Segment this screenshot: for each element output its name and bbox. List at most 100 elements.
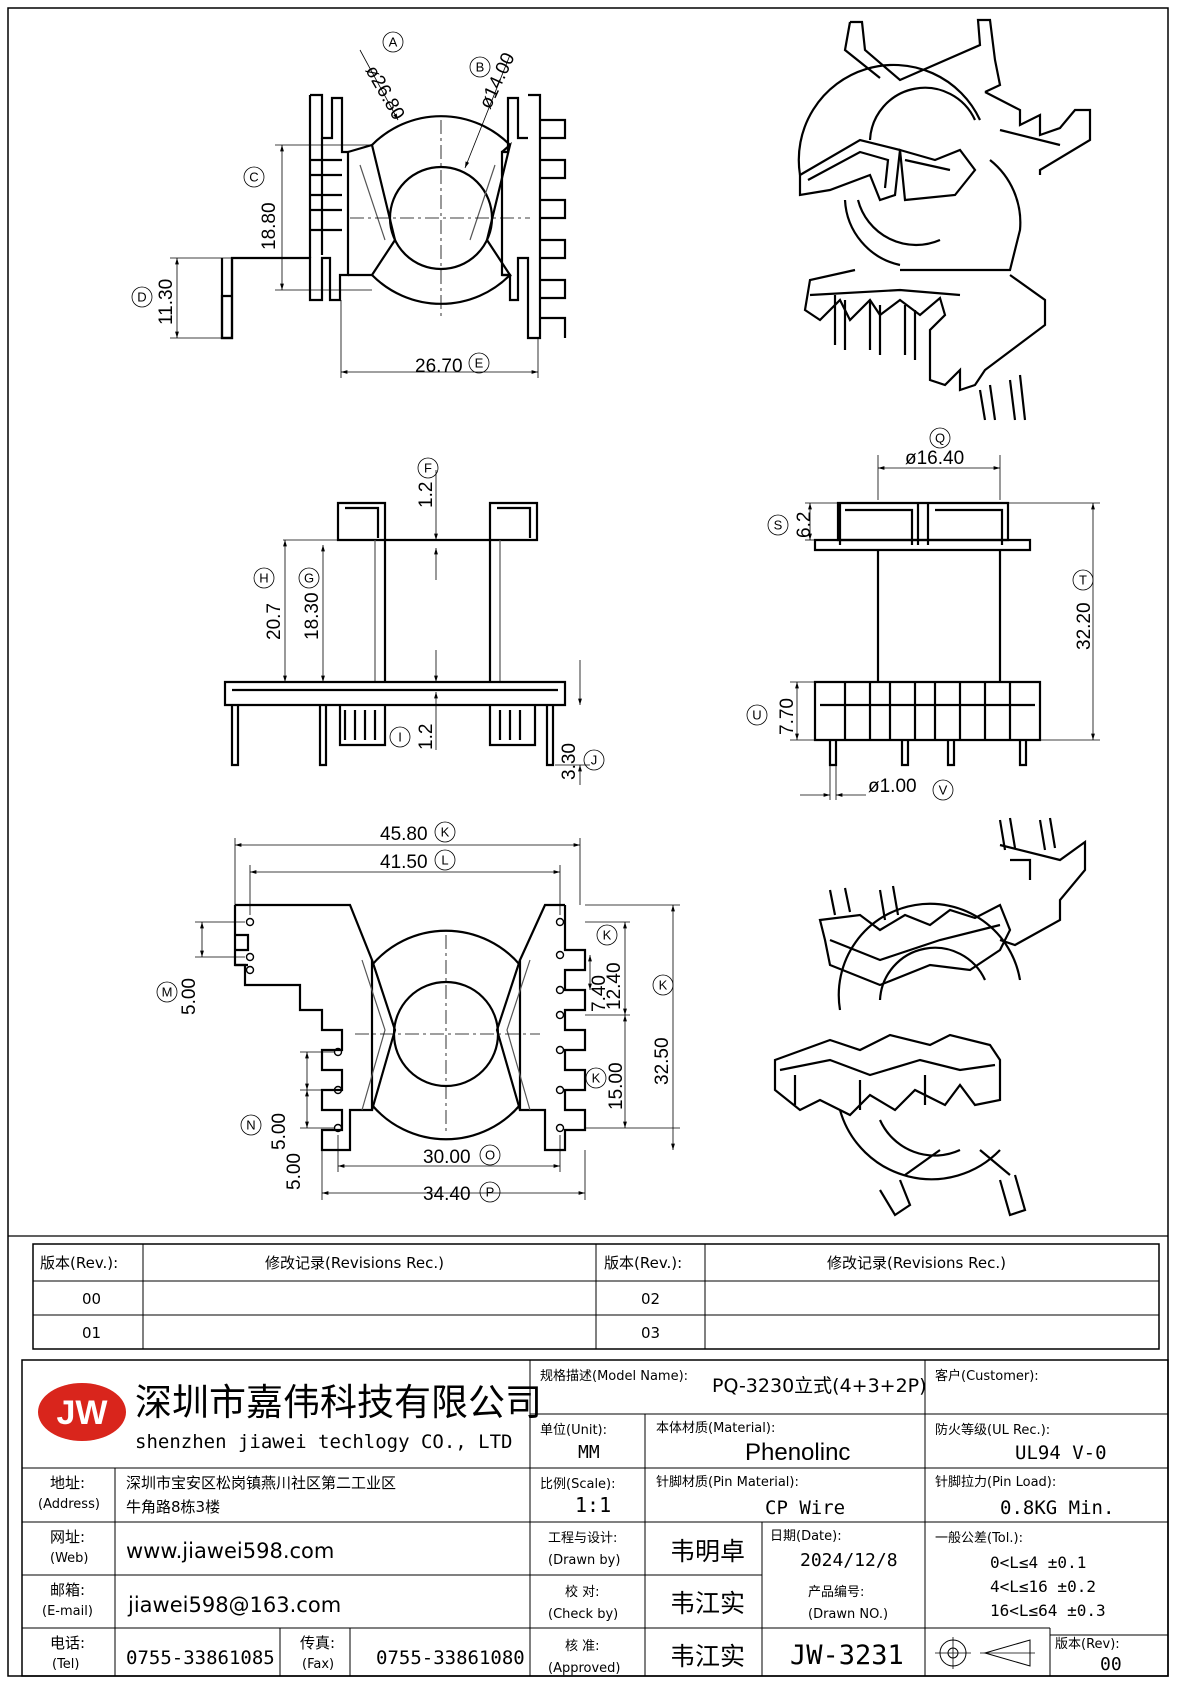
dimension-labels: ø26.80 A ø14.00 B 18.80 C 11.30 D 26.70 …: [131, 31, 1095, 1205]
dim-S-letter: S: [774, 518, 783, 533]
tol-line2: 4<L≤16 ±0.2: [990, 1577, 1096, 1596]
material-label: 本体材质(Material):: [656, 1421, 775, 1436]
material-value: Phenolinc: [745, 1439, 850, 1466]
dim-T-value: 32.20: [1074, 602, 1095, 650]
rev-label: 版本(Rev):: [1055, 1637, 1120, 1652]
dim-J-value: 3.30: [559, 743, 580, 780]
side-view: [223, 470, 590, 785]
dim-G-letter: G: [304, 571, 314, 586]
dim-D-letter: D: [137, 290, 146, 305]
approved-by: 韦江实: [670, 1642, 745, 1671]
tol-label: 一般公差(Tol.):: [935, 1530, 1023, 1546]
email-label-en: (E-mail): [42, 1604, 93, 1619]
dim-I-value: 1.2: [416, 724, 437, 750]
dim-P-letter: P: [486, 1185, 495, 1200]
iso-view-2: [773, 817, 1087, 1217]
rev-03: 03: [641, 1324, 660, 1342]
revision-table: 版本(Rev.): 修改记录(Revisions Rec.) 版本(Rev.):…: [32, 1243, 1160, 1350]
dim-L-letter: L: [441, 853, 448, 868]
dim-M-letter: M: [162, 985, 173, 1000]
model-label: 规格描述(Model Name):: [540, 1368, 688, 1384]
ul-label: 防火等级(UL Rec.):: [935, 1422, 1050, 1438]
scale-label: 比例(Scale):: [540, 1477, 616, 1492]
dim-F-value: 1.2: [416, 482, 437, 508]
dim-K3-value: 7.40: [589, 975, 610, 1012]
logo-text: JW: [57, 1394, 109, 1432]
dim-M-value: 5.00: [179, 978, 200, 1015]
tel-label: 电话:: [50, 1634, 85, 1652]
tol-line1: 0<L≤4 ±0.1: [990, 1553, 1086, 1572]
drawn-label: 工程与设计:: [548, 1531, 617, 1546]
model-name: PQ-3230立式(4+3+2P): [712, 1375, 927, 1397]
date-value: 2024/12/8: [800, 1550, 898, 1571]
date-label: 日期(Date):: [770, 1529, 842, 1544]
approved-label-en: (Approved): [548, 1661, 621, 1676]
dim-O-letter: O: [485, 1148, 495, 1163]
rev-00: 00: [82, 1290, 101, 1308]
scale-value: 1:1: [575, 1493, 611, 1517]
check-label: 校 对:: [565, 1584, 600, 1600]
title-block: JW 深圳市嘉伟科技有限公司 shenzhen jiawei techlogy …: [21, 1359, 1169, 1677]
rev-value: 00: [1100, 1654, 1122, 1675]
check-by: 韦江实: [670, 1589, 745, 1618]
web-label-en: (Web): [50, 1551, 89, 1566]
drawing-no-label: 产品编号:: [808, 1585, 864, 1600]
dim-V-value: ø1.00: [868, 776, 917, 797]
drawn-by: 韦明卓: [670, 1537, 745, 1566]
company-name-cn: 深圳市嘉伟科技有限公司: [135, 1381, 542, 1424]
dim-A-letter: A: [389, 35, 398, 50]
address-line1: 深圳市宝安区松岗镇燕川社区第二工业区: [126, 1474, 396, 1492]
pin-load-value: 0.8KG Min.: [1000, 1497, 1114, 1519]
dim-K4-value: 32.50: [652, 1037, 673, 1085]
address-label: 地址:: [50, 1474, 85, 1492]
fax-number: 0755-33861080: [376, 1647, 525, 1669]
pin-material-label: 针脚材质(Pin Material):: [656, 1474, 799, 1490]
unit-label: 单位(Unit):: [540, 1423, 607, 1438]
dim-P-value: 34.40: [423, 1184, 471, 1205]
dim-Q-value: ø16.40: [905, 448, 964, 469]
email-label: 邮箱:: [50, 1581, 85, 1599]
dim-N-value: 5.00: [269, 1113, 290, 1150]
tol-line3: 16<L≤64 ±0.3: [990, 1601, 1106, 1620]
email-address: jiawei598@163.com: [127, 1593, 341, 1617]
drawing-no-label-en: (Drawn NO.): [808, 1607, 888, 1622]
drawn-label-en: (Drawn by): [548, 1553, 620, 1568]
dim-E-value: 26.70: [415, 356, 463, 377]
fax-label: 传真:: [300, 1634, 335, 1652]
dim-N2-value: 5.00: [284, 1153, 305, 1190]
iso-view-1: [797, 18, 1092, 421]
approved-label: 核 准:: [565, 1639, 600, 1654]
ul-value: UL94 V-0: [1015, 1442, 1107, 1464]
dim-O-value: 30.00: [423, 1147, 471, 1168]
dim-U-letter: U: [752, 708, 761, 723]
dim-K5-value: 15.00: [606, 1062, 627, 1110]
projection-symbol-icon: [924, 1628, 1035, 1676]
drawing-number: JW-3231: [790, 1640, 904, 1671]
dim-K2-value: 12.40: [604, 962, 625, 1010]
dim-D-value: 11.30: [156, 279, 177, 325]
dim-H-value: 20.7: [264, 603, 285, 640]
dim-K4-letter: K: [659, 978, 668, 993]
rev-header-right: 版本(Rev.):: [604, 1254, 682, 1272]
pin-load-label: 针脚拉力(Pin Load):: [935, 1474, 1056, 1490]
dim-I-letter: I: [398, 730, 402, 745]
dim-C-letter: C: [249, 170, 258, 185]
dim-V-letter: V: [939, 783, 948, 798]
dim-K1-letter: K: [441, 825, 450, 840]
customer-label: 客户(Customer):: [935, 1368, 1039, 1384]
address-label-en: (Address): [38, 1497, 100, 1512]
fax-label-en: (Fax): [302, 1657, 334, 1672]
dim-H-letter: H: [259, 571, 268, 586]
dim-B-letter: B: [476, 60, 485, 75]
dim-A-value: ø26.80: [361, 62, 409, 124]
pin-material-value: CP Wire: [765, 1497, 845, 1519]
rev-02: 02: [641, 1290, 660, 1308]
bottom-view: [195, 838, 680, 1200]
dim-J-letter: J: [591, 753, 598, 768]
dim-F-letter: F: [424, 461, 432, 476]
company-logo: [38, 1383, 126, 1441]
dim-K2-letter: K: [603, 928, 612, 943]
check-label-en: (Check by): [548, 1607, 618, 1622]
dim-K5-letter: K: [592, 1071, 601, 1086]
